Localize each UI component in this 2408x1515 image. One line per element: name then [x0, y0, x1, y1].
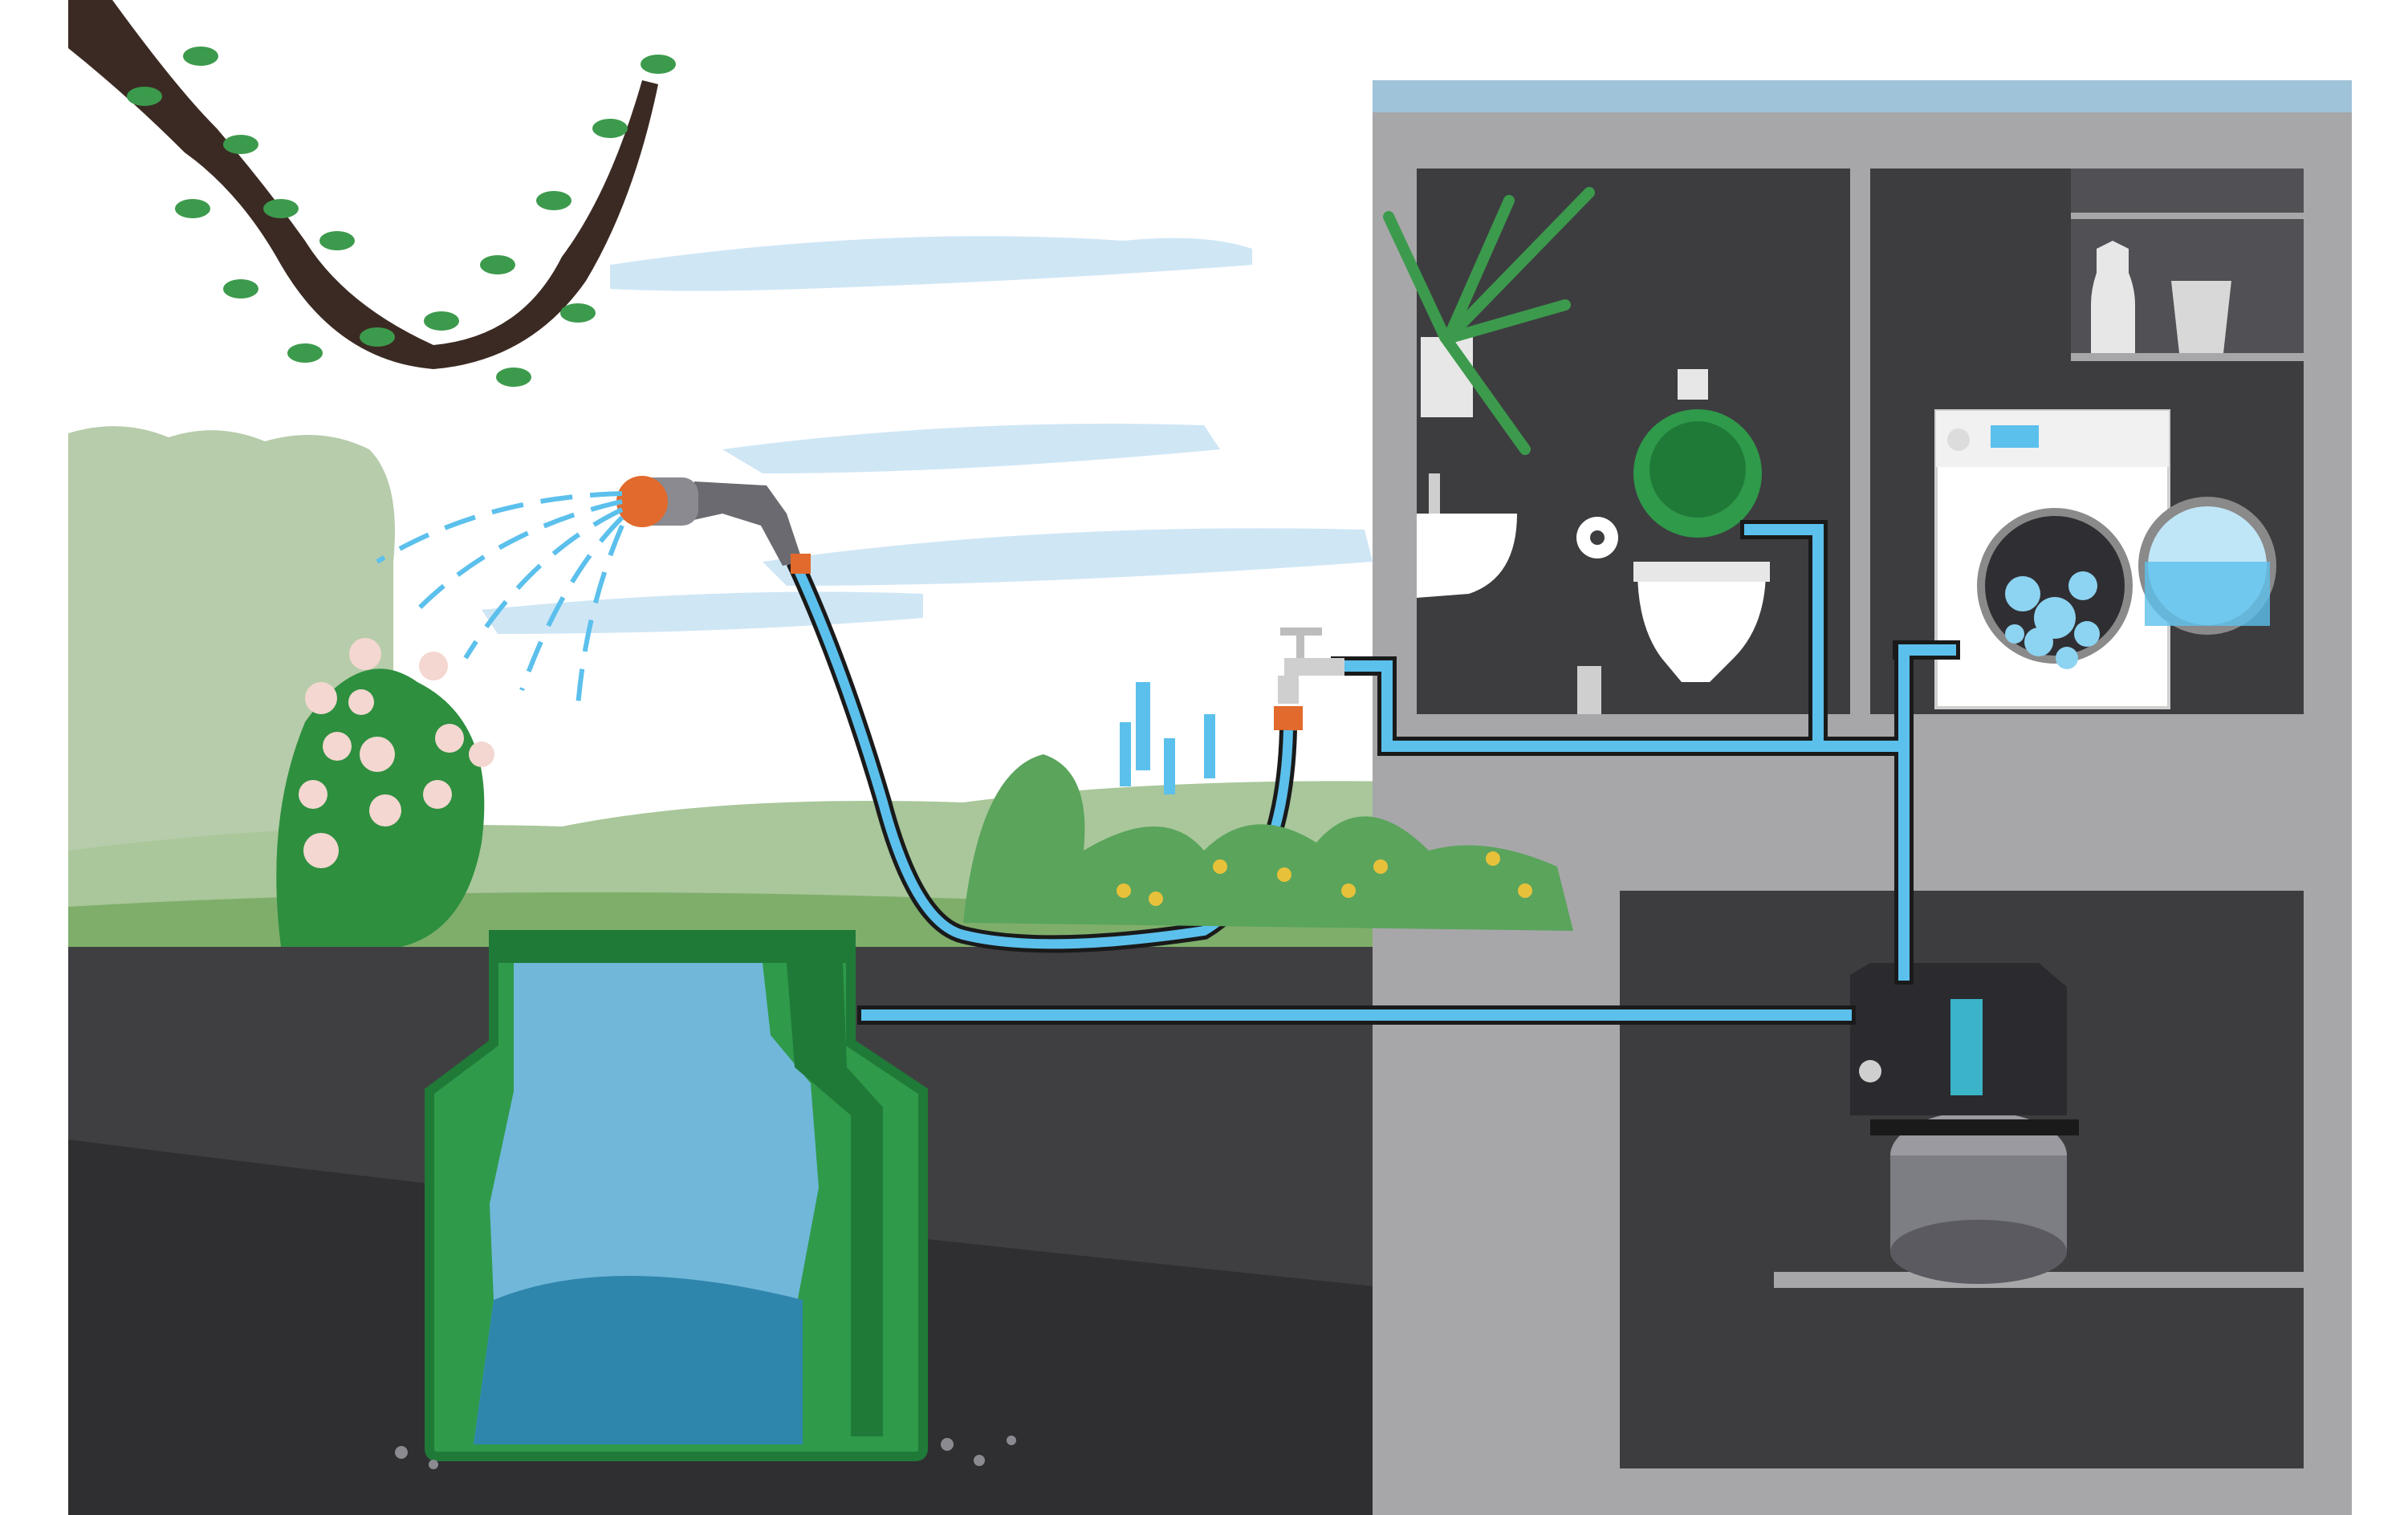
rainwater-tank [425, 930, 928, 1461]
tree-branch [68, 0, 676, 387]
laundry-shelf [2071, 169, 2304, 361]
basket-icon [2171, 281, 2231, 353]
supply-pipes [857, 520, 1960, 1025]
potted-palm [1383, 187, 1595, 455]
hose-connector-icon [1274, 706, 1303, 730]
flush-button-icon [1678, 369, 1708, 400]
basement-cellar [1790, 1288, 2304, 1468]
water-spray [376, 491, 624, 707]
garden-flowers [963, 682, 1573, 931]
stones [395, 1436, 1016, 1469]
washing-machine [1934, 409, 2276, 709]
pipe-to-toilet [1744, 524, 1824, 752]
garden-spray-gun [616, 476, 811, 574]
pipe-to-outdoor-tap [1335, 660, 1910, 752]
washbasin [1417, 473, 1517, 598]
pump-accent [1950, 999, 1983, 1095]
pressure-gauge-icon [1859, 1060, 1881, 1082]
detergent-bottle-icon [2091, 241, 2135, 353]
faucet-icon [1429, 473, 1440, 514]
nozzle-head-icon [616, 476, 668, 527]
display-icon [1991, 425, 2039, 448]
toilet-brush-icon [1577, 666, 1601, 714]
toilet [1577, 369, 1770, 714]
rose-bush [276, 638, 494, 947]
basement-floor [1774, 1272, 2304, 1288]
house-water-pump [1850, 963, 2079, 1284]
outdoor-tap [1274, 628, 1344, 730]
house-roof [1373, 80, 2352, 112]
toilet-paper-icon [1576, 517, 1618, 558]
